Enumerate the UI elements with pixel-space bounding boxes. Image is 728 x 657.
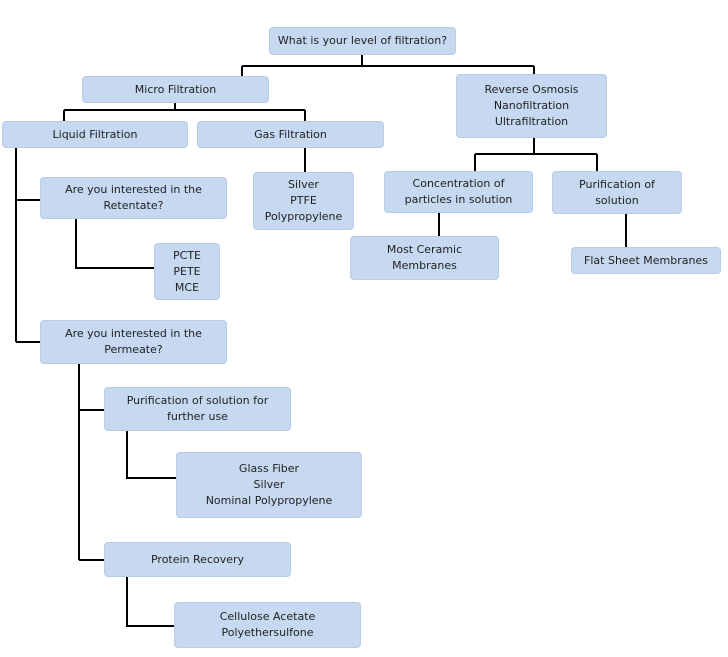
gas-filtration-node: Gas Filtration [197, 121, 384, 148]
reverse-osmosis-node: Reverse Osmosis Nanofiltration Ultrafilt… [456, 74, 607, 138]
protein-recovery-node: Protein Recovery [104, 542, 291, 577]
connector-protein-media [126, 577, 174, 627]
gas-media-node: Silver PTFE Polypropylene [253, 172, 354, 230]
protein-media-node: Cellulose Acetate Polyethersulfone [174, 602, 361, 648]
ceramic-membranes-node: Most Ceramic Membranes [350, 236, 499, 280]
purification-solution-node: Purification of solution [552, 171, 682, 214]
retentate-question-node: Are you interested in the Retentate? [40, 177, 227, 219]
purification-media-node: Glass Fiber Silver Nominal Polypropylene [176, 452, 362, 518]
flat-sheet-membranes-node: Flat Sheet Membranes [571, 247, 721, 274]
connector-purification-media [126, 431, 176, 479]
retentate-media-node: PCTE PETE MCE [154, 243, 220, 300]
purification-further-use-node: Purification of solution for further use [104, 387, 291, 431]
liquid-filtration-node: Liquid Filtration [2, 121, 188, 148]
permeate-question-node: Are you interested in the Permeate? [40, 320, 227, 364]
concentration-node: Concentration of particles in solution [384, 171, 533, 213]
connector-retentate-media [75, 219, 154, 269]
root-question-node: What is your level of filtration? [269, 27, 456, 55]
micro-filtration-node: Micro Filtration [82, 76, 269, 103]
